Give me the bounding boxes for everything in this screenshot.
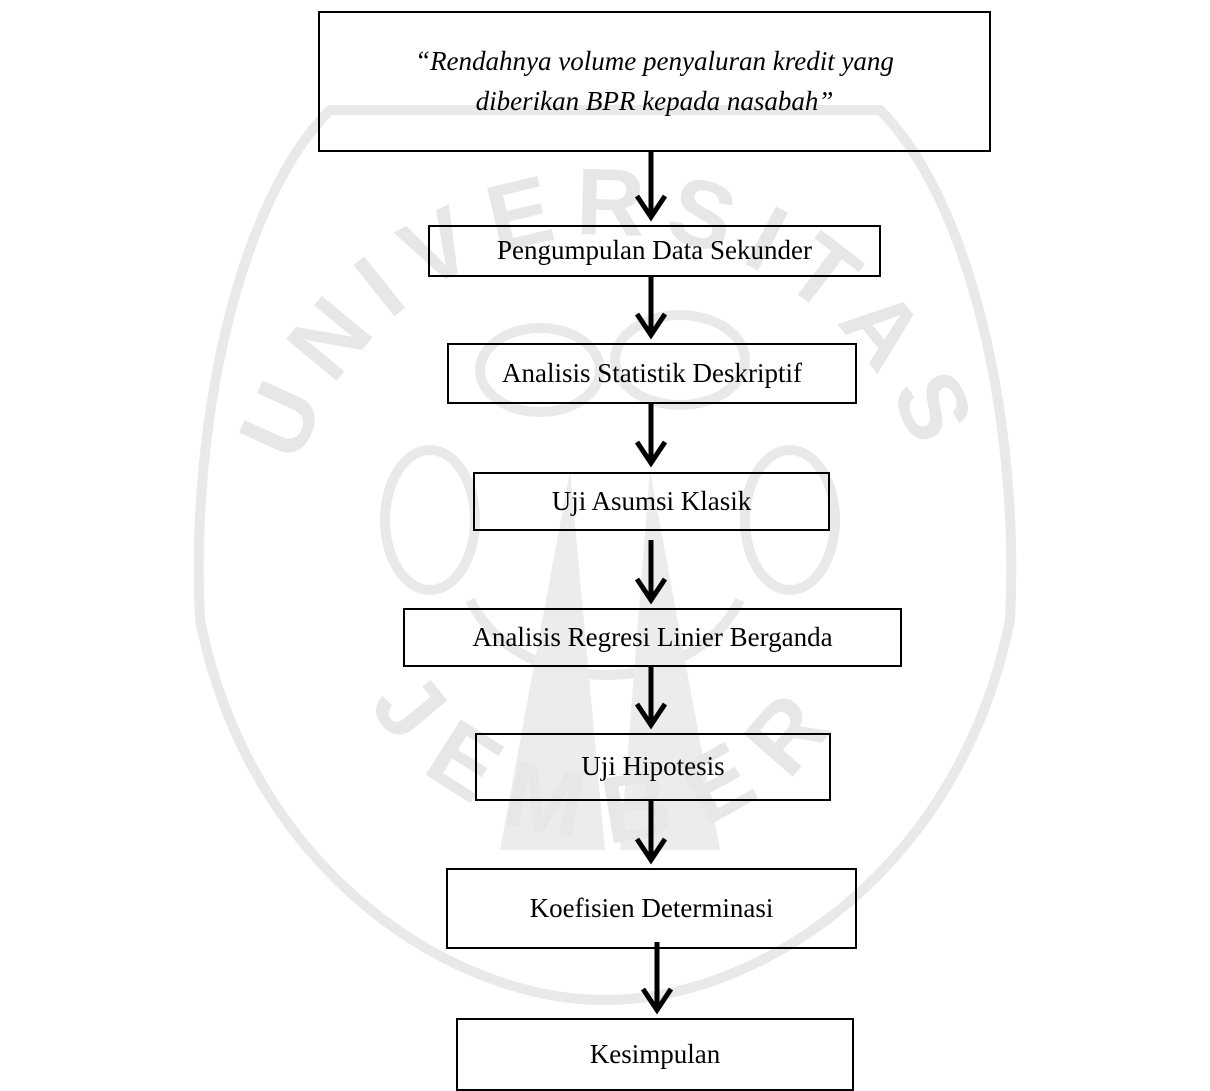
- svg-text:UNIVERSITAS: UNIVERSITAS: [219, 149, 1001, 474]
- arrow-step4-to-step5: [634, 667, 668, 730]
- step-pengumpulan-data: Pengumpulan Data Sekunder: [428, 225, 881, 277]
- arrow-step1-to-step2: [634, 277, 668, 340]
- step-regresi-linier: Analisis Regresi Linier Berganda: [403, 608, 902, 667]
- step-label: Analisis Statistik Deskriptif: [502, 357, 802, 388]
- step-uji-hipotesis: Uji Hipotesis: [475, 733, 831, 801]
- step-koefisien-determinasi: Koefisien Determinasi: [446, 868, 857, 949]
- arrow-step3-to-step4: [634, 540, 668, 605]
- problem-statement-box: “Rendahnya volume penyaluran kredit yang…: [318, 11, 991, 152]
- arrow-step2-to-step3: [634, 404, 668, 468]
- arrow-problem-to-step1: [634, 152, 668, 222]
- step-label: Pengumpulan Data Sekunder: [497, 235, 812, 266]
- problem-statement-text: “Rendahnya volume penyaluran kredit yang…: [415, 46, 894, 116]
- arrow-step6-to-step7: [640, 942, 674, 1015]
- step-label: Kesimpulan: [589, 1038, 721, 1069]
- step-label: Uji Asumsi Klasik: [551, 485, 752, 516]
- arrow-step5-to-step6: [634, 801, 668, 865]
- step-kesimpulan: Kesimpulan: [456, 1018, 854, 1091]
- step-statistik-deskriptif: Analisis Statistik Deskriptif: [447, 343, 857, 404]
- step-label: Uji Hipotesis: [581, 751, 725, 782]
- step-label: Koefisien Determinasi: [529, 892, 774, 923]
- step-label: Analisis Regresi Linier Berganda: [472, 621, 833, 652]
- step-asumsi-klasik: Uji Asumsi Klasik: [473, 472, 830, 531]
